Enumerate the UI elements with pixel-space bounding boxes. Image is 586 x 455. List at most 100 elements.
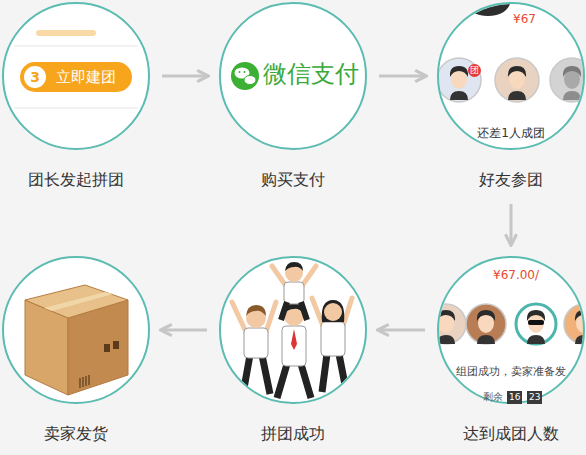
page-mockup xyxy=(14,45,138,47)
cheering-people xyxy=(291,329,297,350)
text-slot: 拼团成功 xyxy=(219,424,367,443)
status-text: 组团成功，卖家准备发 xyxy=(456,365,566,378)
cheering-people xyxy=(322,300,345,322)
wechat-logo xyxy=(239,71,241,73)
cheering-people xyxy=(322,354,346,392)
wechat-logo xyxy=(231,62,259,90)
flow-arrow xyxy=(162,329,207,332)
group-avatars xyxy=(466,304,506,344)
friend-avatars xyxy=(437,0,586,102)
step-circle: ¥67.00/组团成功，卖家准备发剩余1623达到成团人数 xyxy=(437,256,585,404)
cheering-people xyxy=(285,262,303,271)
cheering-people xyxy=(277,364,311,398)
cheering-people xyxy=(321,322,345,356)
countdown-label: 剩余 xyxy=(483,391,503,403)
step-caption: 卖家发货 xyxy=(44,424,108,443)
step-node: ¥67.00/组团成功，卖家准备发剩余 16 23 达到成团人数 xyxy=(437,256,585,448)
page-mockup xyxy=(14,30,138,108)
group-avatars xyxy=(426,304,466,344)
text-slot: 卖家发货 xyxy=(2,424,150,443)
flow-arrow xyxy=(162,75,207,78)
leader-badge: 团 xyxy=(468,64,481,77)
circle-fill xyxy=(3,3,149,149)
text-slot: 购买支付 xyxy=(219,170,367,189)
cheering-people xyxy=(232,262,352,398)
step-circle: 拼团成功 xyxy=(219,256,367,404)
flow-arrow xyxy=(379,75,425,78)
step-node: 微信支付购买支付 xyxy=(219,2,367,194)
step-caption: 团长发起拼团 xyxy=(28,170,124,189)
wechat-logo xyxy=(244,71,246,73)
cheering-people xyxy=(246,305,266,316)
circle-fill xyxy=(220,257,366,403)
step-caption: 达到成团人数 xyxy=(463,424,559,443)
cardboard-box xyxy=(80,375,89,388)
friend-avatars xyxy=(437,58,481,102)
step-node: 卖家发货 xyxy=(2,256,150,448)
cheering-people xyxy=(281,302,307,320)
step-circle: 微信支付购买支付 xyxy=(219,2,367,150)
page-mockup xyxy=(14,107,138,109)
wechat-logo xyxy=(244,76,256,85)
price-text: ¥67 xyxy=(513,12,536,26)
button-label: 立即建团 xyxy=(56,68,116,86)
step-caption: 购买支付 xyxy=(261,170,325,189)
cheering-people xyxy=(324,303,342,321)
circle-fill xyxy=(220,3,366,149)
group-avatars xyxy=(426,304,586,344)
cheering-people xyxy=(243,355,270,394)
step-node: 拼团成功 xyxy=(219,256,367,448)
step-caption: 好友参团 xyxy=(479,170,543,189)
group-avatars xyxy=(564,304,586,344)
price-text: ¥67.00/ xyxy=(493,268,539,282)
action-button: 3 立即建团 xyxy=(20,62,132,92)
flow-arrow xyxy=(379,329,425,332)
group-avatars xyxy=(437,310,455,344)
friend-avatars xyxy=(508,66,526,100)
friend-avatars xyxy=(450,66,468,100)
payment-label: 微信支付 xyxy=(263,60,359,89)
countdown-digit: 16 xyxy=(507,391,522,404)
text-slot: 剩余 xyxy=(483,385,503,404)
flow-arrow xyxy=(510,204,513,244)
group-avatars xyxy=(477,310,495,344)
group-avatars xyxy=(516,304,556,344)
status-text: 还差1人成团 xyxy=(477,126,545,140)
cardboard-box xyxy=(25,285,128,395)
friend-avatars xyxy=(550,58,586,102)
text-slot: 好友参团 xyxy=(437,170,585,189)
step-caption: 拼团成功 xyxy=(261,424,325,443)
step-node: ¥67 团还差1人成团好友参团 xyxy=(437,2,585,194)
cheering-people xyxy=(232,302,276,332)
group-avatars xyxy=(527,310,545,344)
circle-fill xyxy=(3,257,149,403)
cheering-people xyxy=(282,326,306,366)
step-circle: ¥67团还差1人成团好友参团 xyxy=(437,2,585,150)
wechat-logo xyxy=(231,62,259,90)
step-node: 3 立即建团团长发起拼团 xyxy=(2,2,150,194)
text-slot: 团长发起拼团 xyxy=(2,170,150,189)
friend-avatars xyxy=(563,66,581,100)
page-mockup xyxy=(36,30,96,36)
cheering-people xyxy=(312,298,352,326)
step-circle: 卖家发货 xyxy=(2,256,150,404)
countdown-digit: 23 xyxy=(527,391,542,404)
circle-fill xyxy=(3,3,584,403)
text-slot: ¥67.00/ xyxy=(493,264,539,283)
text-slot: 组团成功，卖家准备发 xyxy=(437,360,585,379)
cheering-people xyxy=(284,282,304,304)
step-circle: 3立即建团团长发起拼团 xyxy=(2,2,150,150)
cardboard-box xyxy=(44,292,113,311)
text-slot: ¥67 xyxy=(513,8,536,27)
text-slot: 16 xyxy=(507,385,522,404)
group-avatars xyxy=(528,320,544,325)
friend-avatars xyxy=(495,58,539,102)
step-number: 3 xyxy=(24,66,46,88)
text-slot: 23 xyxy=(527,385,542,404)
cheering-people xyxy=(244,328,268,358)
cardboard-box xyxy=(113,341,119,349)
text-slot: 团 xyxy=(468,58,481,77)
cardboard-box xyxy=(104,344,110,352)
text-slot: 微信支付 xyxy=(263,60,359,89)
